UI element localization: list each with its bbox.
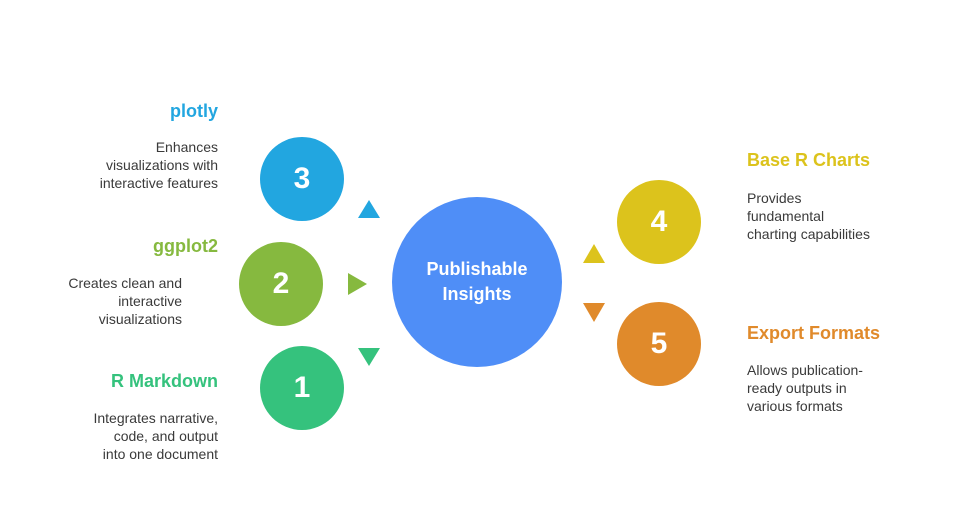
item-title-ggplot2: ggplot2: [153, 236, 218, 256]
circle-number-2: 2: [272, 267, 290, 300]
item-desc-base-r-charts: Provides fundamental charting capabiliti…: [747, 190, 870, 242]
arrow-down-icon: [358, 348, 380, 366]
circle-5: 5: [617, 302, 701, 386]
item-desc-plotly: Enhances visualizations with interactive…: [99, 139, 218, 191]
item-title-export-formats: Export Formats: [747, 323, 881, 343]
circle-2: 2: [239, 242, 323, 326]
item-desc-ggplot2: Creates clean and interactive visualizat…: [68, 275, 182, 327]
item-title-r-markdown: R Markdown: [110, 371, 218, 391]
arrow-right-icon: [348, 273, 367, 295]
center-label-line1: Publishable: [426, 259, 528, 279]
circle-4: 4: [617, 180, 701, 264]
arrow-up-icon: [583, 244, 605, 263]
circle-3: 3: [260, 137, 344, 221]
arrow-up-icon: [358, 200, 380, 218]
circle-number-3: 3: [293, 162, 311, 195]
item-desc-export-formats: Allows publication- ready outputs in var…: [747, 362, 863, 414]
circle-number-1: 1: [293, 371, 311, 404]
circle-number-4: 4: [650, 205, 668, 238]
circle-number-5: 5: [650, 327, 668, 360]
arrow-down-icon: [583, 303, 605, 322]
center-label-line2: Insights: [442, 284, 512, 304]
item-desc-r-markdown: Integrates narrative, code, and output i…: [93, 410, 218, 462]
center-circle: Publishable Insights: [392, 197, 562, 367]
circle-1: 1: [260, 346, 344, 430]
item-title-base-r-charts: Base R Charts: [747, 150, 871, 170]
item-title-plotly: plotly: [170, 101, 218, 121]
